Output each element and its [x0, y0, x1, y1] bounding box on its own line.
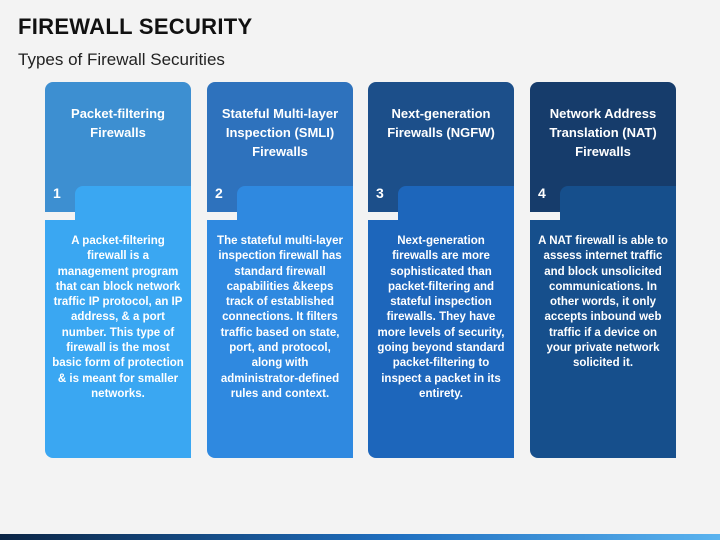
card-number: 3	[376, 185, 384, 201]
firewall-card-ngfw: Next-generation Firewalls (NGFW) 3 Next-…	[368, 82, 514, 458]
card-description: The stateful multi-layer inspection fire…	[217, 235, 343, 400]
card-heading: Stateful Multi-layer Inspection (SMLI) F…	[221, 106, 339, 159]
card-body	[207, 220, 353, 458]
card-heading: Next-generation Firewalls (NGFW)	[387, 106, 495, 140]
card-number: 1	[53, 185, 61, 201]
page-subtitle: Types of Firewall Securities	[18, 50, 225, 69]
card-number-tab	[45, 172, 75, 212]
card-description: A NAT firewall is able to assess interne…	[538, 235, 668, 370]
firewall-card-nat: Network Address Translation (NAT) Firewa…	[530, 82, 676, 458]
card-body	[368, 220, 514, 458]
card-number: 2	[215, 185, 223, 201]
card-body	[530, 220, 676, 458]
card-description: A packet-filtering firewall is a managem…	[52, 235, 184, 400]
card-number-tab	[530, 172, 560, 212]
card-number-tab	[207, 172, 237, 212]
card-body	[45, 220, 191, 458]
firewall-card-smli: Stateful Multi-layer Inspection (SMLI) F…	[207, 82, 353, 458]
card-number-tab	[368, 172, 398, 212]
card-number: 4	[538, 185, 546, 201]
page-title: FIREWALL SECURITY	[18, 14, 253, 39]
card-heading: Network Address Translation (NAT) Firewa…	[549, 106, 657, 159]
footer-gradient-bar	[0, 534, 720, 540]
card-heading: Packet-filtering Firewalls	[71, 106, 165, 140]
card-description: Next-generation firewalls are more sophi…	[377, 235, 505, 400]
firewall-card-packet-filtering: Packet-filtering Firewalls 1 A packet-fi…	[45, 82, 191, 458]
